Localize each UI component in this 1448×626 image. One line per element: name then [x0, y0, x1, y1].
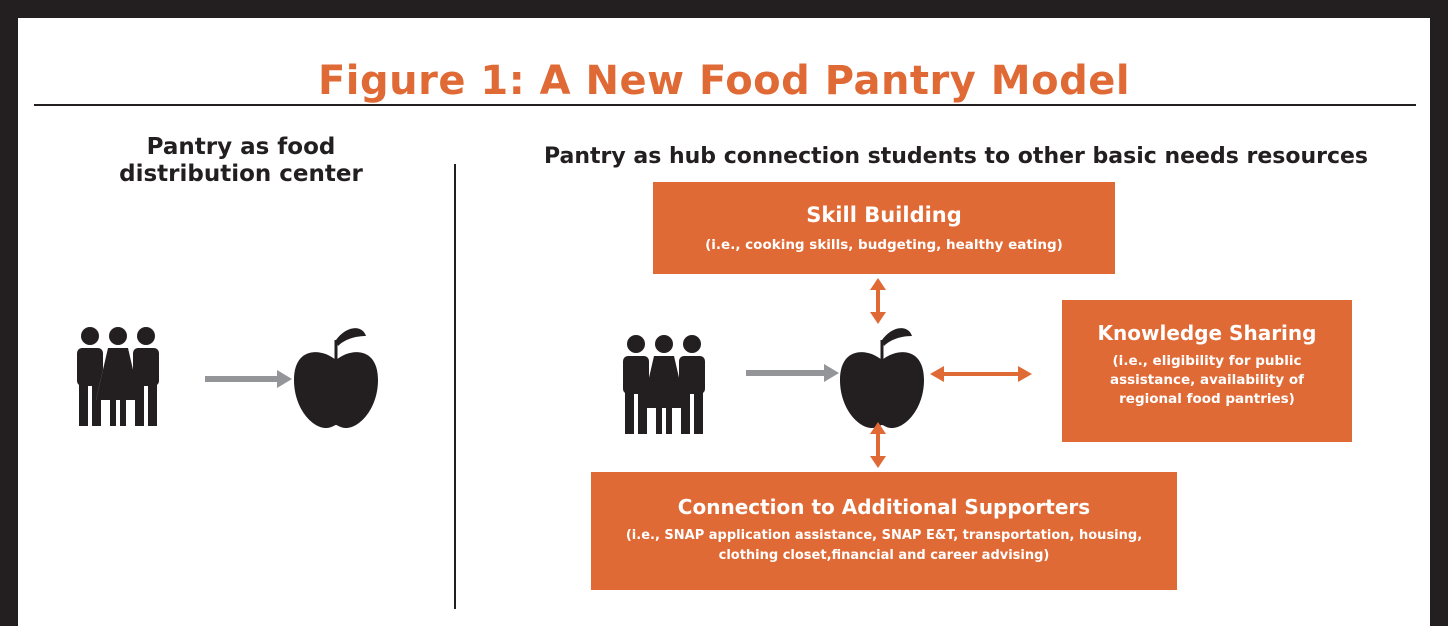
figure-title: Figure 1: A New Food Pantry Model — [317, 58, 1131, 104]
double-arrow-icon — [930, 366, 1032, 382]
arrow-right-icon — [205, 370, 292, 388]
knowledge-sharing-box: Knowledge Sharing (i.e., eligibility for… — [1062, 300, 1352, 442]
arrow-right-icon — [746, 364, 839, 382]
apple-icon — [294, 328, 378, 428]
connection-subtitle: (i.e., SNAP application assistance, SNAP… — [625, 528, 1143, 563]
connection-title: Connection to Additional Supporters — [677, 495, 1091, 519]
diagram-graphics — [77, 278, 1032, 468]
title-divider — [34, 104, 1416, 106]
people-icon — [623, 335, 705, 434]
left-panel-heading: Pantry as food distribution center — [119, 134, 363, 187]
knowledge-sharing-title: Knowledge Sharing — [1097, 321, 1317, 345]
double-arrow-icon — [870, 278, 886, 324]
connection-box: Connection to Additional Supporters (i.e… — [591, 472, 1177, 590]
figure-frame: Figure 1: A New Food Pantry Model Pantry… — [18, 18, 1430, 626]
skill-building-title: Skill Building — [806, 203, 962, 227]
skill-building-subtitle: (i.e., cooking skills, budgeting, health… — [705, 237, 1063, 253]
right-panel-heading: Pantry as hub connection students to oth… — [543, 144, 1369, 169]
apple-icon — [840, 328, 924, 428]
people-icon — [77, 327, 159, 426]
double-arrow-icon — [870, 422, 886, 468]
panel-divider — [454, 164, 456, 609]
knowledge-sharing-subtitle: (i.e., eligibility for public assistance… — [1109, 353, 1305, 407]
skill-building-box: Skill Building (i.e., cooking skills, bu… — [653, 182, 1115, 274]
